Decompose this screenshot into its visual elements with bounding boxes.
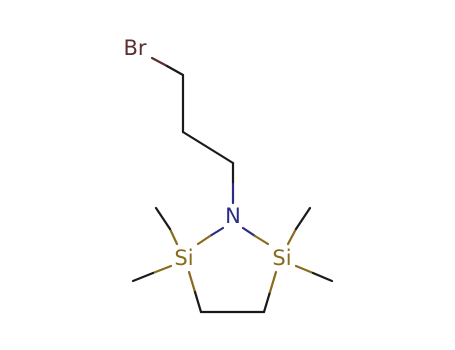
bond-n-si-left-si-half (196, 234, 212, 246)
bond-si-left-ch2-si (187, 270, 197, 294)
bond-n-si-right-si-half (253, 234, 270, 246)
bond-si-left-methyl-left-si (151, 264, 173, 275)
atom-labels: Br N Si Si (123, 36, 291, 270)
bond-si-right-methyl-up-si (286, 227, 298, 246)
bond-si-left-ch2-c (193, 290, 203, 314)
bond-si-right-methyl-right-c (311, 271, 334, 283)
bond-n-si-right-n-half (241, 226, 257, 238)
bond-si-left-methyl-left-c (131, 271, 155, 283)
bond-n-si-left-n-half (208, 226, 225, 238)
bond-ch2-si-right-c (262, 290, 272, 314)
atom-silicon-left-label: Si (174, 246, 193, 270)
bond-ch2-si-right-si (268, 270, 278, 294)
atom-nitrogen-label: N (225, 204, 241, 228)
atom-bromine-label: Br (123, 36, 146, 60)
atom-silicon-right-label: Si (272, 246, 291, 270)
bond-si-right-methyl-right-si (294, 264, 315, 275)
bond-c2-c3 (181, 130, 235, 165)
bond-br-c1-c-half (165, 64, 185, 77)
bond-si-right-methyl-up-c (294, 206, 312, 231)
bonds (131, 56, 334, 314)
bond-si-left-methyl-up-si (168, 227, 179, 246)
bond-br-c1-br-half (150, 56, 169, 68)
bond-si-left-methyl-up-c (154, 206, 172, 231)
